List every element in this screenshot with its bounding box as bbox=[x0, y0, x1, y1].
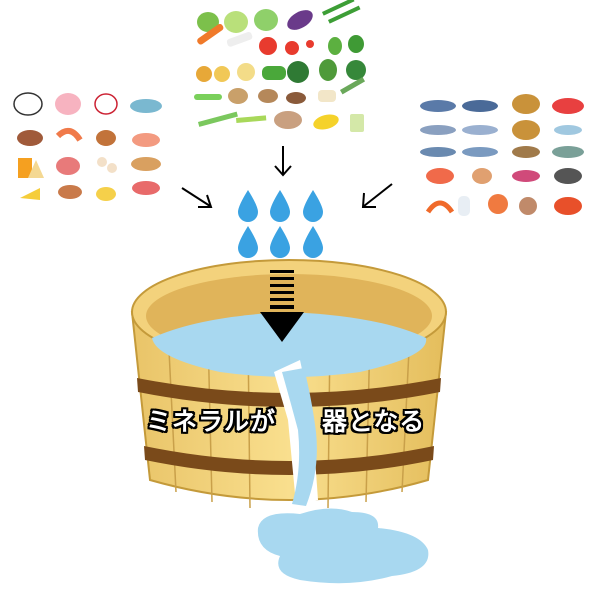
minerals-label: ミネラルが bbox=[146, 407, 277, 436]
arrow-down-into-tub bbox=[260, 270, 304, 342]
water-stream bbox=[282, 368, 317, 506]
tub-water bbox=[152, 312, 427, 377]
arrow-from-seafood bbox=[361, 183, 393, 208]
arrow-from-meat bbox=[181, 187, 213, 208]
vegetables-group-icon bbox=[194, 0, 366, 132]
water-spill bbox=[257, 508, 429, 584]
become-vessel-label: 器となる bbox=[322, 407, 426, 436]
water-drop-icon bbox=[238, 190, 323, 258]
meat-dairy-group-icon bbox=[13, 92, 162, 201]
arrow-down-from-vegetables bbox=[274, 146, 292, 177]
seafood-group-icon bbox=[420, 94, 584, 216]
